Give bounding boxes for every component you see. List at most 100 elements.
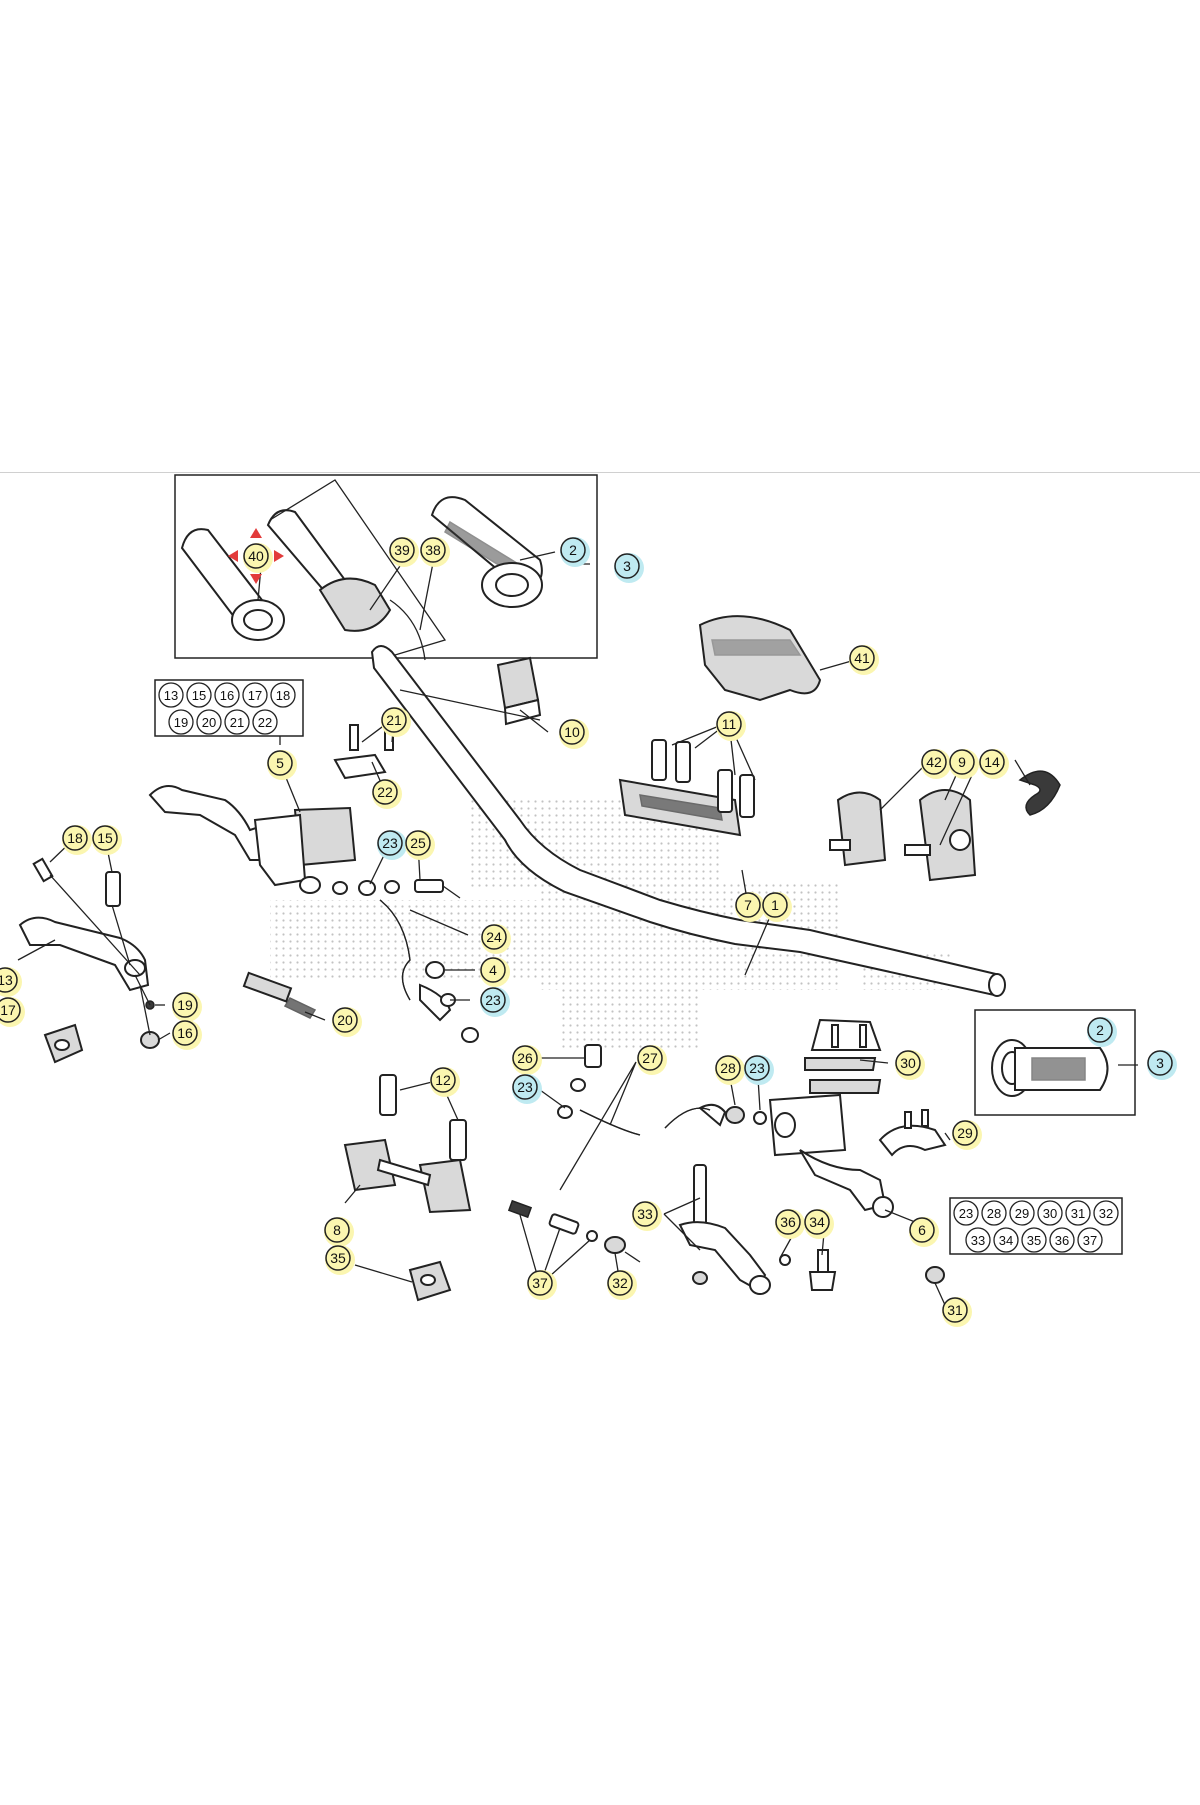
kit-item-ring [981,1200,1007,1226]
brake-master-cylinder-part [768,1093,894,1218]
kit-item-number: 30 [1043,1206,1057,1221]
callout-28-c28: 28 [715,1055,745,1085]
kit-item-number: 28 [987,1206,1001,1221]
callout-number: 3 [1156,1055,1164,1071]
kit-item-number: 15 [192,688,206,703]
banjo-bolt-25-part [332,879,461,899]
callout-number: 26 [517,1050,533,1066]
callout-highlight [942,1297,972,1327]
kit-item-16: 16 [214,682,240,708]
callout-number: 34 [809,1214,825,1230]
callout-ring [512,1074,538,1100]
switch-42-part [829,791,887,867]
bolt-18-part [32,857,54,883]
kit-item-ring [1009,1200,1035,1226]
red-arrow-3 [250,574,262,584]
callout-38-c38: 38 [420,537,450,567]
callout-number: 19 [177,997,193,1013]
callout-highlight [614,553,644,583]
clamp-10-part [496,656,542,726]
callout-number: 41 [854,650,870,666]
callout-41-c41: 41 [849,645,879,675]
kit-item-number: 32 [1099,1206,1113,1221]
kit-item-31: 31 [1065,1200,1091,1226]
throttle-tube-part [266,509,392,632]
callout-highlight [735,892,765,922]
kit-item-number: 18 [276,688,290,703]
callout-ring [172,1020,198,1046]
callout-highlight [92,825,122,855]
banjo-bolt-26-part [557,1044,602,1119]
callout-highlight [952,1120,982,1150]
kit-item-18: 18 [270,682,296,708]
callout-ring [267,750,293,776]
callout-highlight [405,830,435,860]
callout-ring [921,749,947,775]
kit-item-number: 19 [174,715,188,730]
callout-highlight [716,711,746,741]
bar-pad-cover-part [698,615,822,702]
callout-number: 22 [377,784,393,800]
callout-number: 14 [984,754,1000,770]
kit-item-ring [993,1227,1019,1253]
callout-highlight [762,892,792,922]
callout-ring [0,997,21,1023]
callout-number: 13 [0,972,13,988]
callout-ring [372,779,398,805]
kit-item-number: 35 [1027,1233,1041,1248]
kit-item-number: 34 [999,1233,1013,1248]
callout-highlight [267,750,297,780]
callout-number: 20 [337,1012,353,1028]
callout-12-c12: 12 [430,1067,460,1097]
callout-7-c7: 7 [735,892,765,922]
kit-item-37: 37 [1077,1227,1103,1253]
callout-ring [1087,1017,1113,1043]
callout-number: 42 [926,754,942,770]
callout-32-c32: 32 [607,1270,637,1300]
red-arrow-0 [250,528,262,538]
callout-highlight [632,1201,662,1231]
brake-hose-27 [579,1107,711,1136]
callout-number: 24 [486,929,502,945]
kit-item-35: 35 [1021,1227,1047,1253]
callout-ring [0,967,18,993]
callout-ring [942,1297,968,1323]
callout-23-c23c: 23 [744,1055,774,1085]
callout-number: 5 [276,755,284,771]
callout-highlight [389,537,419,567]
kit-item-number: 20 [202,715,216,730]
callout-highlight [909,1217,939,1247]
callout-number: 7 [744,897,752,913]
callout-highlight [377,830,407,860]
callout-number: 29 [957,1125,973,1141]
callout-39-c39: 39 [389,537,419,567]
kit-item-29: 29 [1009,1200,1035,1226]
clamp-29-part [878,1109,947,1157]
callout-number: 39 [394,542,410,558]
callout-ring [735,892,761,918]
callout-10-c10: 10 [559,719,589,749]
callout-ring [632,1201,658,1227]
callout-9-c9: 9 [949,749,979,779]
callout-number: 8 [333,1222,341,1238]
kit-item-number: 21 [230,715,244,730]
kit-item-ring [1021,1227,1047,1253]
top-clamp-part [618,739,755,837]
callout-number: 30 [900,1055,916,1071]
kit-item-number: 23 [959,1206,973,1221]
callout-ring [512,1045,538,1071]
callout-14-c14: 14 [979,749,1009,779]
callout-ring [560,537,586,563]
callout-highlight [804,1209,834,1239]
kit-item-ring [953,1200,979,1226]
callout-highlight [775,1209,805,1239]
callout-highlight [715,1055,745,1085]
callout-highlight [560,537,590,567]
callout-20-c20: 20 [332,1007,362,1037]
callout-17-c17: 17 [0,997,25,1027]
callout-ring [325,1245,351,1271]
callout-ring [804,1209,830,1235]
